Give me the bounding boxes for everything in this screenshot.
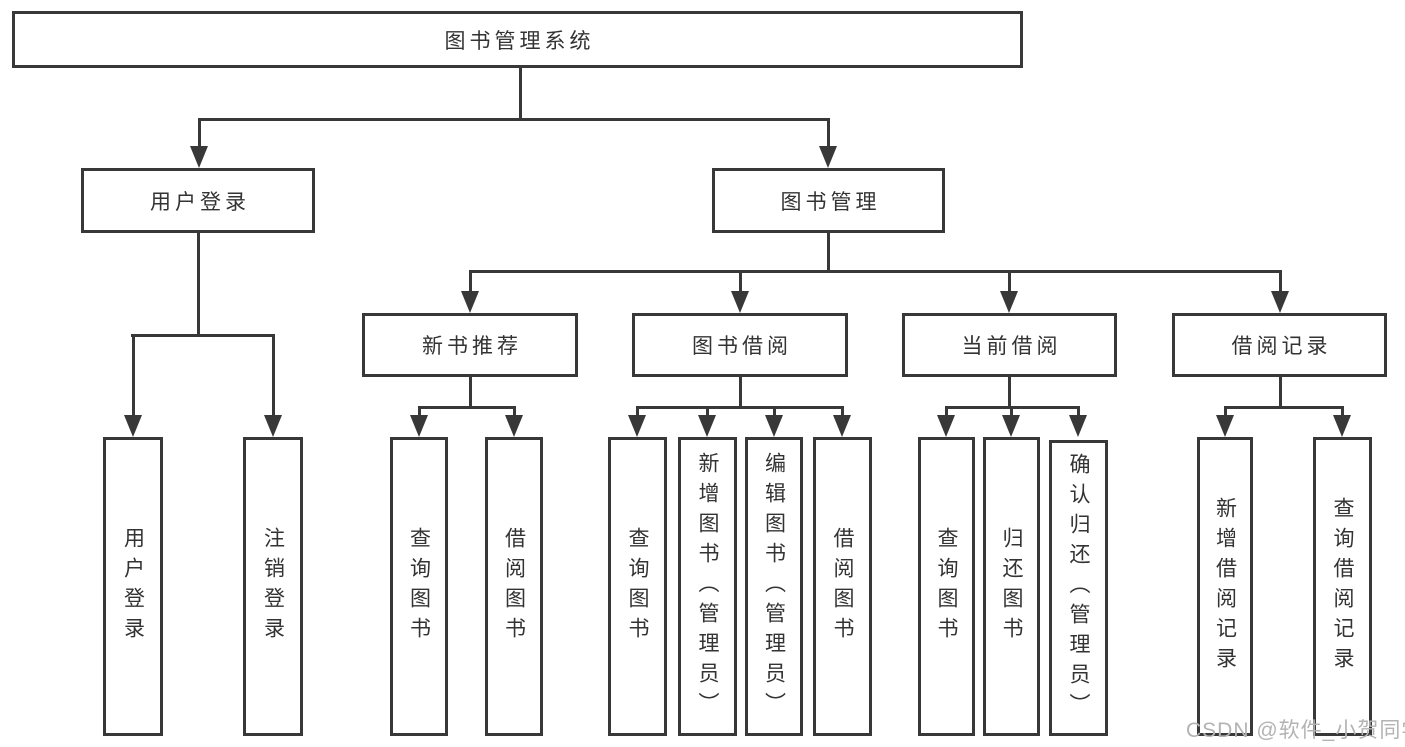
arrow-down-icon — [505, 415, 523, 437]
arrow-down-icon — [819, 146, 837, 168]
arrow-down-icon — [264, 415, 282, 437]
connector-line — [131, 334, 275, 337]
leaf-logout: 注销登录 — [243, 437, 303, 736]
leaf-query-books-current: 查询图书 — [918, 437, 975, 736]
node-label: 查询图书 — [407, 526, 431, 647]
connector-line — [827, 233, 830, 273]
node-label: 查询图书 — [626, 526, 649, 647]
arrow-down-icon — [937, 415, 955, 437]
connector-line — [706, 406, 709, 419]
connector-line — [1224, 406, 1227, 419]
node-label: 借阅图书 — [831, 526, 854, 647]
arrow-down-icon — [1069, 415, 1087, 437]
leaf-user-login: 用户登录 — [103, 437, 163, 736]
connector-line — [272, 334, 275, 419]
leaf-borrow-books-recommend: 借阅图书 — [485, 437, 543, 736]
connector-line — [1279, 270, 1282, 295]
connector-line — [1224, 406, 1344, 409]
connector-line — [636, 406, 639, 419]
node-label: 归还图书 — [1000, 526, 1023, 647]
connector-line — [1077, 406, 1080, 419]
node-label: 查询借阅记录 — [1331, 496, 1354, 677]
node-borrow-records: 借阅记录 — [1172, 313, 1387, 377]
connector-line — [827, 118, 830, 150]
node-label: 图书管理系统 — [444, 29, 595, 53]
node-label: 用户登录 — [121, 526, 145, 647]
connector-line — [132, 334, 135, 419]
connector-line — [739, 377, 742, 408]
csdn-watermark: CSDN @软件_小贺同学 — [1186, 719, 1405, 742]
node-new-book-recommend: 新书推荐 — [362, 313, 578, 377]
arrow-down-icon — [731, 291, 749, 313]
connector-line — [841, 406, 844, 419]
connector-line — [198, 118, 830, 121]
arrow-down-icon — [124, 415, 142, 437]
connector-line — [469, 377, 472, 408]
node-label: 当前借阅 — [961, 335, 1062, 358]
arrow-down-icon — [833, 415, 851, 437]
leaf-query-books-recommend: 查询图书 — [390, 437, 448, 736]
node-label: 用户登录 — [150, 190, 250, 214]
connector-line — [945, 406, 948, 419]
leaf-add-book-admin: 新增图书（管理员） — [678, 437, 737, 736]
node-user-login: 用户登录 — [81, 168, 315, 233]
node-label: 新增图书（管理员） — [696, 451, 719, 722]
arrow-down-icon — [628, 415, 646, 437]
node-label: 借阅图书 — [502, 526, 526, 647]
arrow-down-icon — [1271, 291, 1289, 313]
node-library-management-system: 图书管理系统 — [12, 11, 1023, 68]
node-label: 确认归还（管理员） — [1067, 453, 1090, 723]
leaf-return-books: 归还图书 — [983, 437, 1040, 736]
connector-line — [519, 68, 522, 120]
connector-line — [1008, 377, 1011, 408]
leaf-add-borrow-record: 新增借阅记录 — [1197, 437, 1253, 736]
node-book-borrow: 图书借阅 — [632, 313, 848, 377]
arrow-down-icon — [765, 415, 783, 437]
connector-line — [739, 270, 742, 295]
leaf-confirm-return-admin: 确认归还（管理员） — [1049, 440, 1108, 736]
connector-line — [773, 406, 776, 419]
leaf-edit-book-admin: 编辑图书（管理员） — [745, 437, 803, 736]
connector-line — [1279, 377, 1282, 408]
connector-line — [1341, 406, 1344, 419]
node-label: 借阅记录 — [1231, 335, 1332, 358]
connector-line — [418, 406, 516, 409]
node-label: 注销登录 — [261, 526, 285, 647]
node-label: 新书推荐 — [422, 335, 522, 358]
arrow-down-icon — [1216, 415, 1234, 437]
arrow-down-icon — [461, 291, 479, 313]
leaf-borrow-books-borrow: 借阅图书 — [813, 437, 872, 736]
connector-line — [1008, 270, 1011, 295]
connector-line — [513, 406, 516, 419]
connector-line — [469, 270, 1282, 273]
node-current-borrow: 当前借阅 — [902, 313, 1117, 377]
arrow-down-icon — [410, 415, 428, 437]
connector-line — [198, 118, 201, 150]
connector-line — [418, 406, 421, 419]
arrow-down-icon — [190, 146, 208, 168]
leaf-query-books-borrow: 查询图书 — [608, 437, 667, 736]
node-label: 图书管理 — [780, 190, 881, 214]
arrow-down-icon — [698, 415, 716, 437]
node-label: 图书借阅 — [692, 335, 792, 358]
node-label: 查询图书 — [935, 526, 958, 647]
connector-line — [1010, 406, 1013, 419]
node-label: 编辑图书（管理员） — [762, 451, 786, 722]
node-book-management: 图书管理 — [712, 168, 945, 233]
arrow-down-icon — [1002, 415, 1020, 437]
connector-line — [636, 406, 844, 409]
connector-line — [469, 270, 472, 295]
leaf-query-borrow-record: 查询借阅记录 — [1313, 437, 1372, 736]
arrow-down-icon — [1000, 291, 1018, 313]
connector-line — [197, 233, 200, 336]
node-label: 新增借阅记录 — [1213, 496, 1237, 677]
arrow-down-icon — [1333, 415, 1351, 437]
